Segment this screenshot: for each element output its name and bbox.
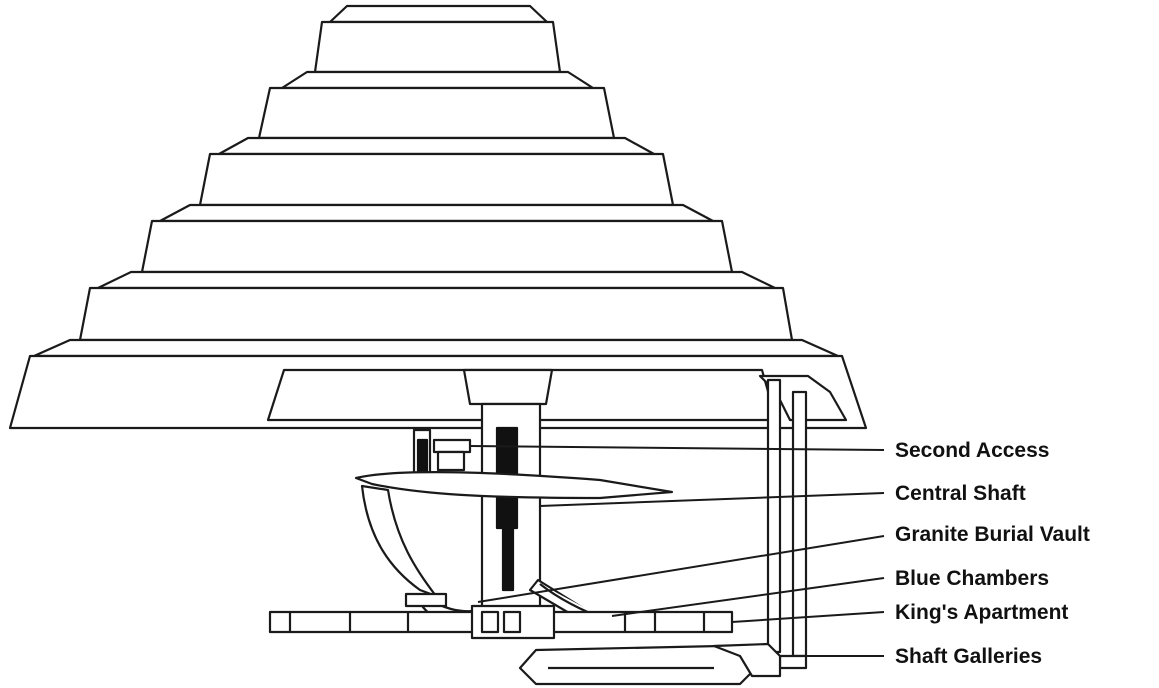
gallery-right <box>712 642 782 678</box>
leader-blue-chambers <box>611 577 885 617</box>
gallery-body <box>518 644 754 686</box>
pyramid-tier-3 <box>217 136 656 156</box>
leader-second-access <box>469 445 885 451</box>
vault-bowl <box>360 484 438 598</box>
shaft-galleries-structure <box>518 642 782 686</box>
label-kings-apartment: King's Apartment <box>895 601 1068 624</box>
pyramid-tier-3-face <box>198 152 675 207</box>
apartment-center-inner-left <box>480 610 500 634</box>
callout-labels: Second Access Central Shaft Granite Buri… <box>895 439 1090 668</box>
pyramid-tier-1 <box>328 4 549 24</box>
label-second-access: Second Access <box>895 439 1049 462</box>
label-granite-burial-vault: Granite Burial Vault <box>895 523 1090 546</box>
pyramid-tier-2-face <box>257 86 616 140</box>
label-blue-chambers: Blue Chambers <box>895 567 1049 590</box>
pyramid-tier-5 <box>96 270 777 290</box>
pyramid-tier-4-face <box>140 219 734 274</box>
leader-granite-burial-vault <box>477 535 885 603</box>
callout-leaders <box>469 445 885 657</box>
label-central-shaft: Central Shaft <box>895 482 1026 505</box>
pyramid-tier-5-face <box>78 286 794 342</box>
leader-central-shaft <box>539 492 885 507</box>
vault-upper-wing <box>354 471 674 500</box>
kings-apartment-structure <box>268 604 734 640</box>
label-shaft-galleries: Shaft Galleries <box>895 645 1042 668</box>
stepped-pyramid <box>8 4 868 430</box>
shaft-cap <box>462 368 554 406</box>
right-outer-foot <box>778 654 808 670</box>
pyramid-tier-6 <box>32 338 840 358</box>
second-access-dark <box>416 438 429 476</box>
right-tall-wall <box>766 378 782 654</box>
blue-chamber-plate <box>404 592 448 608</box>
second-access-bar <box>432 438 472 454</box>
apartment-center-inner-right <box>502 610 522 634</box>
pyramid-tier-4 <box>158 203 715 223</box>
second-access-frame <box>436 450 466 472</box>
pyramid-tier-1-face <box>313 20 562 74</box>
shaft-dark-lower <box>501 526 515 592</box>
leader-kings-apartment <box>731 611 885 623</box>
second-access-structure <box>412 428 472 476</box>
pyramid-tier-2 <box>280 70 595 90</box>
